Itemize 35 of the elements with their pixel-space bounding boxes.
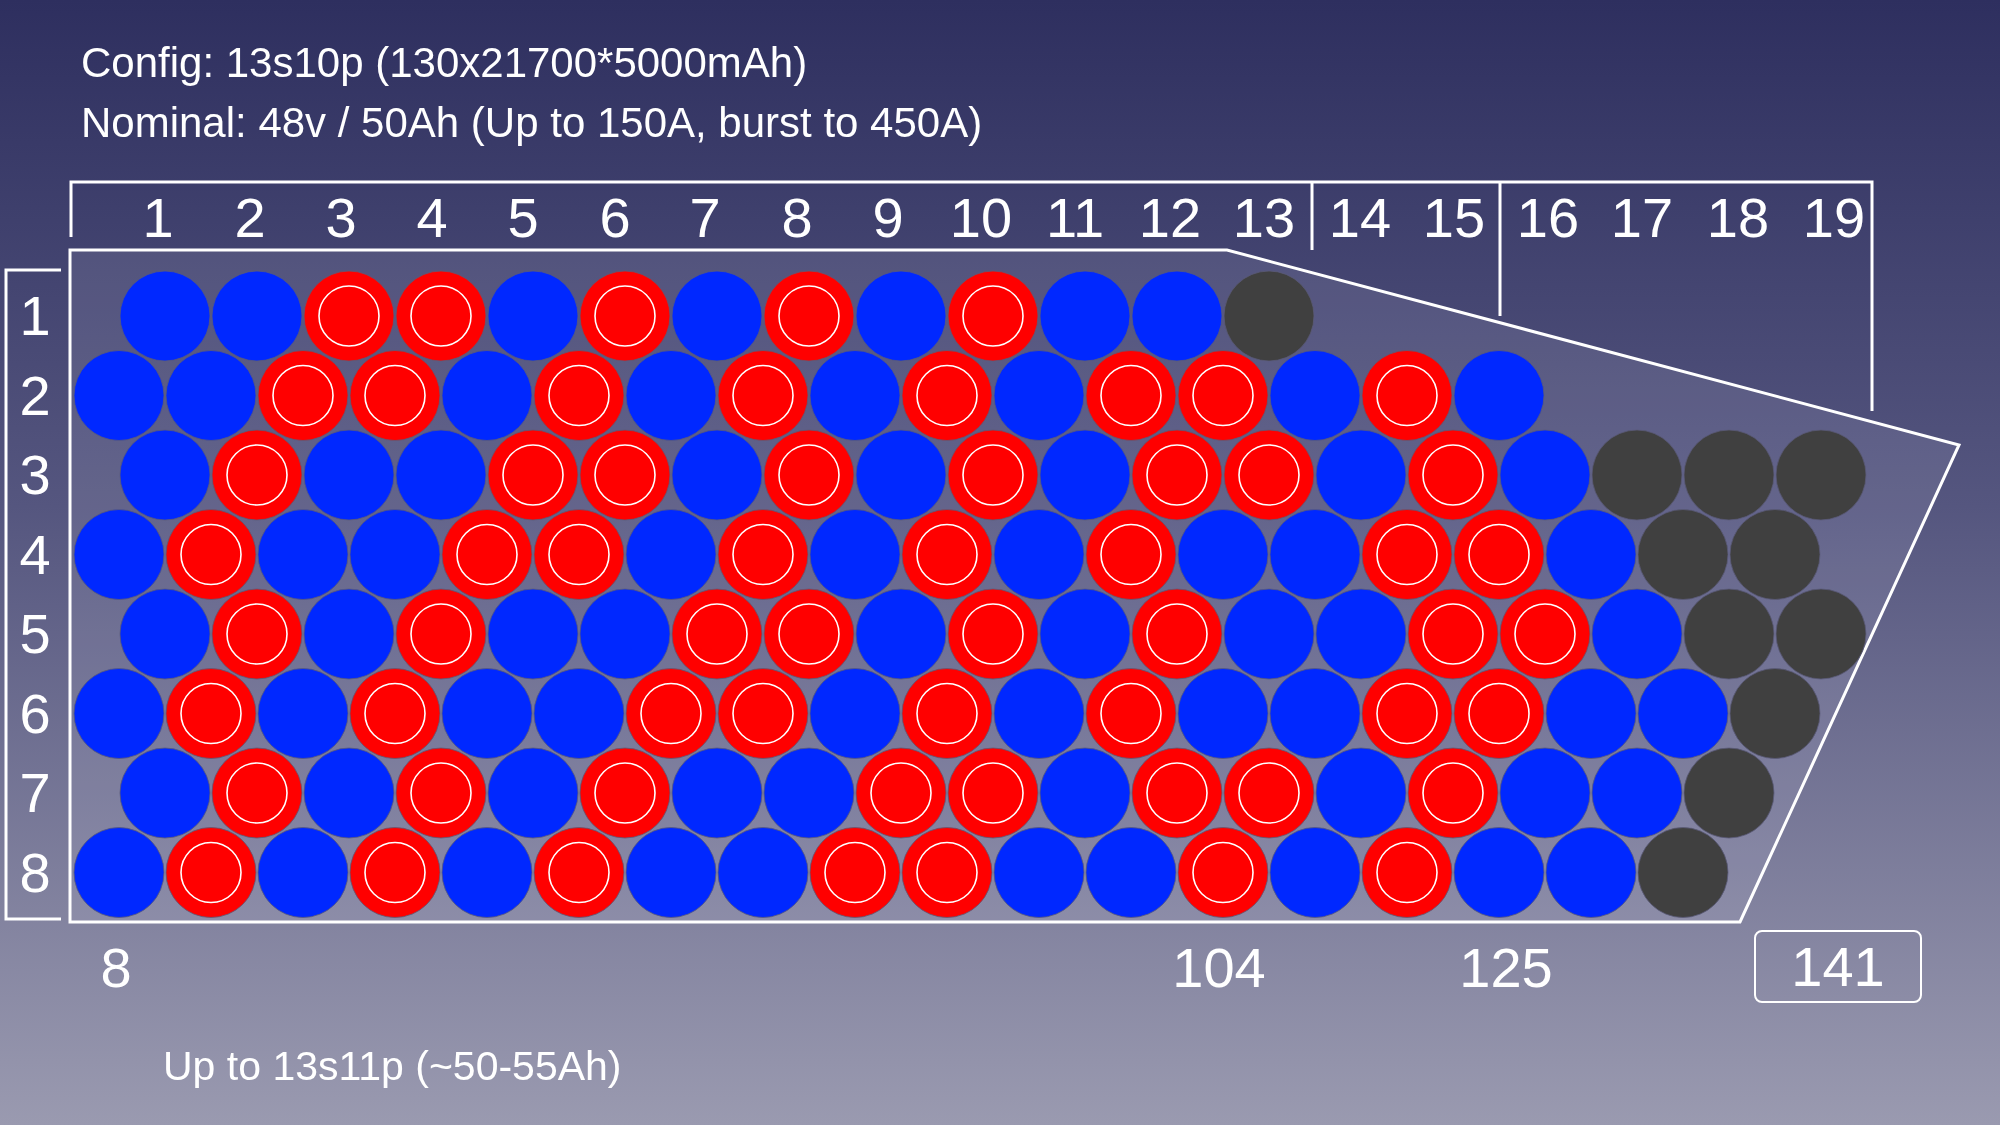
column-number: 6 [599,190,631,246]
column-number: 2 [234,190,266,246]
column-number: 5 [507,190,539,246]
row-number: 1 [19,288,51,344]
column-number: 15 [1422,190,1486,246]
row-number: 4 [19,526,51,583]
column-number: 3 [325,190,357,246]
column-number: 16 [1516,190,1580,246]
row-number: 8 [19,844,51,901]
column-number: 1 [142,190,174,246]
column-number: 13 [1232,190,1296,246]
column-number: 4 [416,190,448,246]
row-number: 3 [19,447,51,503]
total-cell-count: 141 [1791,938,1885,995]
column-number: 17 [1610,190,1674,246]
column-number: 14 [1328,190,1392,246]
column-number: 11 [1045,190,1105,246]
column-number: 18 [1706,190,1770,246]
row-number: 2 [19,367,51,424]
row-number: 7 [19,765,51,821]
capacity-note: Up to 13s11p (~50-55Ah) [163,1045,622,1087]
column-number: 12 [1138,190,1202,246]
cell-count: 125 [1459,940,1553,996]
cell-count: 104 [1172,940,1266,996]
rating-note: Nominal: 48v / 50Ah (Up to 150A, burst to 450A) [81,102,983,144]
column-number: 8 [781,190,813,246]
config-note: Config: 13s10p (130x21700*5000mAh) [81,42,808,84]
row-number: 5 [19,606,51,662]
column-number: 9 [872,190,904,246]
row-number: 6 [19,685,51,742]
column-number: 19 [1802,190,1866,246]
column-number: 10 [949,190,1013,246]
total-count-frame [1754,930,1922,1003]
column-number: 7 [689,190,721,246]
cell-count: 8 [100,940,132,996]
